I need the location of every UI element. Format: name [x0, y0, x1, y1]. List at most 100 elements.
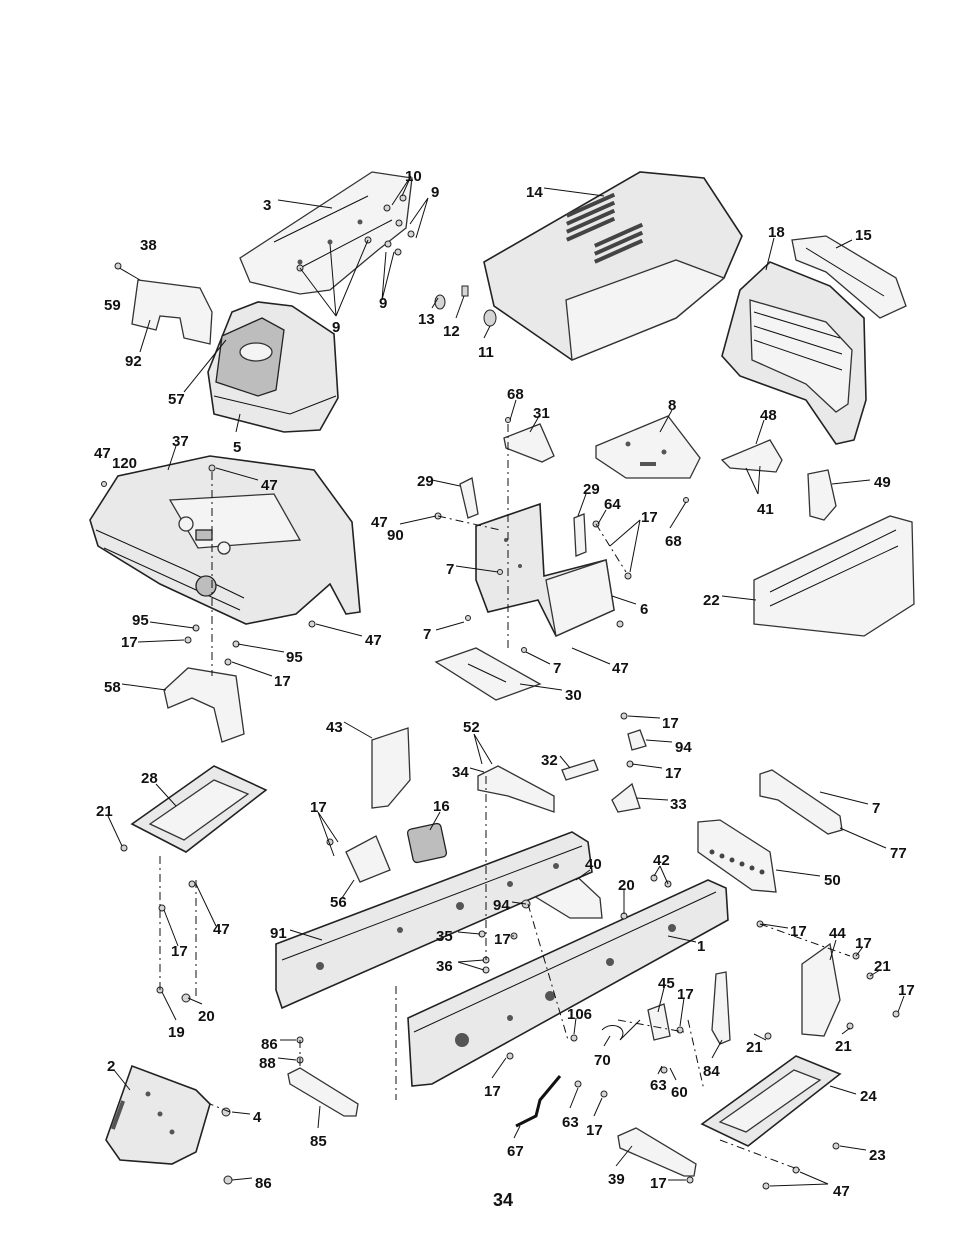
callout-label: 94: [675, 739, 692, 756]
part-dash-panel: [89, 455, 361, 625]
callout-label: 9: [379, 295, 387, 312]
part-bracket-31: [503, 423, 555, 463]
callout-label: 24: [860, 1088, 877, 1105]
callout-label: 7: [553, 660, 561, 677]
part-bracket-50: [697, 819, 777, 893]
centerlines: [159, 424, 851, 1171]
callout-label: 17: [484, 1083, 501, 1100]
callout-label: 20: [198, 1008, 215, 1025]
part-headlight-lens: [791, 235, 907, 319]
callout-label: 37: [172, 433, 189, 450]
callout-label: 17: [310, 799, 327, 816]
page-number: 34: [493, 1190, 513, 1210]
callout-label: 49: [874, 474, 891, 491]
part-bracket-84: [711, 971, 731, 1045]
part-hitch-plate: [105, 1064, 211, 1165]
callout-label: 43: [326, 719, 343, 736]
part-side-panel-22: [753, 515, 915, 637]
part-bracket-56: [345, 835, 391, 883]
part-bracket-34: [477, 765, 555, 813]
part-hood: [483, 171, 743, 361]
part-bracket-32: [561, 759, 599, 781]
callout-label: 63: [562, 1114, 579, 1131]
callout-label: 59: [104, 297, 121, 314]
callout-label: 88: [259, 1055, 276, 1072]
callout-label: 21: [835, 1038, 852, 1055]
callout-label: 7: [872, 800, 880, 817]
part-fuel-tank: [207, 301, 339, 433]
part-firewall: [475, 502, 615, 638]
callout-label: 29: [583, 481, 600, 498]
part-bracket-39: [617, 1127, 697, 1177]
callout-label: 17: [650, 1175, 667, 1192]
callout-label: 28: [141, 770, 158, 787]
callout-label: 52: [463, 719, 480, 736]
callout-label: 86: [255, 1175, 272, 1192]
callout-label: 29: [417, 473, 434, 490]
callout-label: 120: [112, 455, 137, 472]
callout-label: 47: [371, 514, 388, 531]
part-mount-plate: [114, 262, 213, 345]
callout-label: 41: [757, 501, 774, 518]
callout-label: 44: [829, 925, 846, 942]
callout-label: 21: [874, 958, 891, 975]
callout-label: 31: [533, 405, 550, 422]
callout-label: 17: [121, 634, 138, 651]
callout-label: 34: [452, 764, 469, 781]
callout-label: 60: [671, 1084, 688, 1101]
part-rod-67: [515, 1075, 562, 1128]
callout-label: 30: [565, 687, 582, 704]
callout-label: 42: [653, 852, 670, 869]
part-frame-rail-right: [407, 879, 729, 1087]
callout-label: 35: [436, 928, 453, 945]
callout-label: 17: [494, 931, 511, 948]
callout-label: 7: [423, 626, 431, 643]
callout-label: 17: [171, 943, 188, 960]
callout-label: 12: [443, 323, 460, 340]
callout-label: 106: [567, 1006, 592, 1023]
callout-label: 92: [125, 353, 142, 370]
callout-label: 36: [436, 958, 453, 975]
part-bracket-48: [720, 439, 783, 473]
callout-label: 17: [855, 935, 872, 952]
part-screw-17-a: [184, 636, 192, 644]
part-frame-rail-left: [275, 831, 593, 1010]
callout-label: 40: [585, 856, 602, 873]
callout-label: 17: [641, 509, 658, 526]
part-arm-85: [287, 1067, 359, 1117]
callout-label: 47: [261, 477, 278, 494]
callout-label: 22: [703, 592, 720, 609]
callout-label: 95: [286, 649, 303, 666]
part-bracket-43: [371, 727, 411, 809]
callout-label: 32: [541, 752, 558, 769]
callout-label: 19: [168, 1024, 185, 1041]
callout-label: 47: [833, 1183, 850, 1200]
callout-label: 48: [760, 407, 777, 424]
callout-label: 23: [869, 1147, 886, 1164]
callout-label: 68: [665, 533, 682, 550]
part-grommet-16: [406, 822, 448, 864]
callout-label: 8: [668, 397, 676, 414]
callout-label: 47: [612, 660, 629, 677]
part-bracket-29-left: [459, 477, 479, 519]
part-bracket-77: [759, 769, 843, 835]
part-floor-plate: [434, 647, 542, 701]
callout-label: 86: [261, 1036, 278, 1053]
callout-label: 17: [898, 982, 915, 999]
callout-label: 13: [418, 311, 435, 328]
callout-label: 9: [332, 319, 340, 336]
part-console-bracket: [163, 667, 245, 743]
callout-label: 94: [493, 897, 510, 914]
callout-label: 3: [263, 197, 271, 214]
callout-label: 11: [478, 344, 494, 361]
part-screw-17-b: [224, 658, 232, 666]
part-hood-fasteners: [434, 285, 497, 327]
callout-label: 17: [665, 765, 682, 782]
callout-label: 45: [658, 975, 675, 992]
callout-label: 57: [168, 391, 185, 408]
callout-label: 14: [526, 184, 543, 201]
part-misc-bolts: [101, 417, 900, 1190]
callout-label: 2: [107, 1058, 115, 1075]
part-bracket-49: [807, 469, 837, 521]
